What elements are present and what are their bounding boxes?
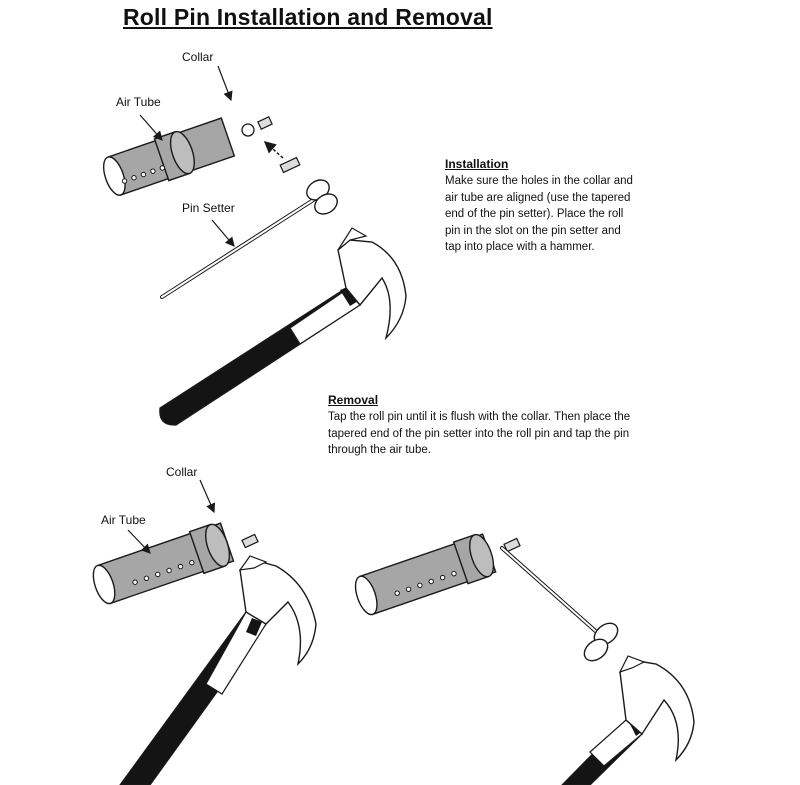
collar-hole (241, 123, 255, 137)
top-air-tube-assembly (102, 116, 273, 196)
pin-setter-label: Pin Setter (182, 201, 235, 215)
pin-setter (160, 179, 338, 299)
bottom-right-assembly (354, 533, 619, 662)
tube-holes (121, 165, 166, 184)
removal-line: Tap the roll pin until it is flush with … (328, 411, 631, 423)
collar-end (169, 130, 195, 175)
air-tube-leader-bottom (127, 529, 151, 554)
removal-line: tapered end of the pin setter into the r… (328, 427, 630, 440)
removal-line: through the air tube. (328, 444, 431, 456)
installation-line: tap into place with a hammer. (445, 241, 595, 253)
installation-line: pin in the slot on the pin setter and (445, 224, 621, 237)
slot-pin (257, 116, 273, 130)
collar-label: Collar (182, 50, 214, 64)
installation-line: end of the pin setter). Place the roll (445, 208, 624, 220)
hammer-bottom-right (561, 655, 695, 785)
removal-heading: Removal (328, 393, 379, 407)
hammer-top (159, 227, 407, 426)
collar-leader-bottom (199, 479, 216, 514)
installation-heading: Installation (445, 157, 509, 171)
hammer-bottom-left (119, 555, 317, 785)
installation-line: air tube are aligned (use the tapered (445, 191, 631, 204)
bottom-left-assembly (92, 522, 259, 605)
installation-text: Make sure the holes in the collar and ai… (445, 173, 633, 256)
air-tube-label-bottom: Air Tube (101, 513, 146, 527)
air-tube-label: Air Tube (116, 95, 161, 109)
pin-setter-leader (211, 219, 235, 247)
page-title: Roll Pin Installation and Removal (123, 4, 493, 30)
collar-label-bottom: Collar (166, 465, 198, 479)
installation-line: Make sure the holes in the collar and (445, 175, 633, 187)
collar-leader (217, 65, 233, 102)
air-tube-leader (139, 114, 163, 141)
insert-arrow (263, 141, 284, 159)
tube-open-end (102, 156, 126, 196)
removal-text: Tap the roll pin until it is flush with … (328, 409, 630, 459)
roll-pin (279, 156, 301, 174)
